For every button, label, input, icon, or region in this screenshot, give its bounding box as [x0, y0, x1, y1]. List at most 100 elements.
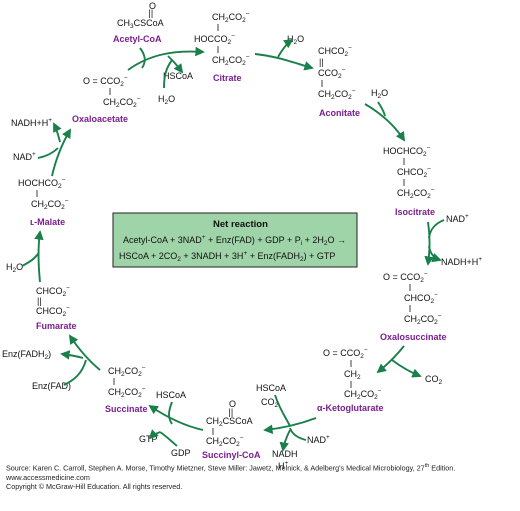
aconitate-line2: CCO2−	[318, 67, 346, 80]
arrow-h2o-in	[163, 59, 173, 89]
malate-line2: CH2CO2−	[31, 198, 69, 211]
arrow-enzfadh2-out	[60, 350, 84, 360]
reagent-nadh-malate: NADH+H+	[11, 117, 52, 128]
fumarate-structure: CHCO2− || CHCO2− Fumarate	[36, 285, 77, 331]
arrow-to-oxaloacetate	[51, 128, 71, 177]
arrow-enzfad-in	[63, 359, 87, 386]
net-reaction-title: Net reaction	[213, 219, 268, 230]
arrow-co2-out	[391, 359, 422, 378]
isocitrate-line2: CHCO2−	[397, 166, 431, 179]
acetyl-coa-structure: O || CH3CSCoA Acetyl-CoA	[113, 1, 164, 44]
reagent-hscoa-succinyl: HSCoA	[156, 390, 186, 400]
citrate-structure: CH2CO2− HOCCO2− CH2CO2− Citrate	[194, 11, 250, 83]
oxalosuccinate-line2: CHCO2−	[404, 292, 438, 305]
reagent-nadh-akg: NADH	[272, 449, 298, 459]
succinyl-coa-label: Succinyl-CoA	[202, 450, 261, 460]
aconitate-line1: CHCO2−	[318, 45, 352, 58]
svg-text:||: ||	[319, 57, 324, 67]
isocitrate-line3: CH2CO2−	[397, 187, 435, 200]
oxaloacetate-structure: O = CCO2− CH2CO2− Oxaloacetate	[72, 75, 141, 124]
arrow-h2o-in-3	[21, 251, 40, 267]
source-copyright: Copyright © McGraw-Hill Education. All r…	[6, 482, 183, 492]
succinyl-coa-line1: CH2CSCoA	[206, 416, 253, 428]
citrate-label: Citrate	[213, 73, 242, 83]
cycle-arrows	[21, 38, 445, 452]
arrow-nadh-out	[428, 245, 442, 263]
oxalosuccinate-structure: O = CCO2− CHCO2− CH2CO2− Oxalosuccinate	[380, 271, 447, 342]
fumarate-label: Fumarate	[36, 321, 77, 331]
arrow-nad-in-3	[37, 147, 59, 159]
oxaloacetate-line1: O = CCO2−	[83, 75, 128, 88]
net-reaction-box: Net reaction Acetyl-CoA + 3NAD+ + Enz(FA…	[112, 212, 358, 268]
reagent-enz-fad: Enz(FAD)	[32, 381, 71, 391]
malate-structure: HOCHCO2− CH2CO2− ʟ-Malate	[18, 177, 69, 227]
reagent-nadh-isocitrate: NADH+H+	[441, 256, 482, 267]
reagent-h2o-fumarate: H2O	[6, 262, 23, 274]
reagent-nad-isocitrate: NAD+	[446, 213, 469, 224]
alpha-ketoglutarate-structure: O = CCO2− CH2 CH2CO2− α-Ketoglutarate	[317, 347, 384, 413]
arrow-acetylcoa-in	[139, 47, 146, 69]
arrow-nadh-out-2	[279, 429, 291, 452]
svg-text:O: O	[229, 399, 236, 409]
arrow-hscoa-out-2	[168, 401, 173, 425]
isocitrate-label: Isocitrate	[395, 207, 435, 217]
oxalosuccinate-label: Oxalosuccinate	[380, 332, 447, 342]
isocitrate-line1: HOCHCO2−	[383, 145, 431, 158]
reagent-h-akg: H+	[278, 460, 289, 471]
reagent-enz-fadh2: Enz(FADH2)	[2, 349, 51, 361]
arrow-h2o-out	[277, 38, 294, 58]
arrow-to-akg	[376, 345, 405, 374]
aconitate-label: Aconitate	[319, 108, 360, 118]
arrow-to-isocitrate	[364, 103, 406, 142]
svg-text:O: O	[149, 1, 156, 11]
fumarate-line3: CHCO2−	[36, 305, 70, 318]
reagent-h2o-aconitate-in: H2O	[371, 88, 388, 100]
succinyl-coa-structure: O || CH2CSCoA CH2CO2− Succinyl-CoA	[202, 399, 261, 460]
oxaloacetate-label: Oxaloacetate	[72, 114, 128, 124]
akg-label: α-Ketoglutarate	[317, 403, 384, 413]
succinyl-coa-line2: CH2CO2−	[206, 435, 244, 448]
arrow-gtp-out	[148, 429, 161, 440]
arrow-to-succinylcoa	[263, 417, 317, 434]
svg-text:||: ||	[149, 8, 154, 18]
arrow-h2o-in-2	[377, 101, 386, 117]
akg-line1: O = CCO2−	[323, 347, 368, 360]
fumarate-line1: CHCO2−	[36, 285, 70, 298]
reagent-hscoa-akg: HSCoA	[256, 383, 286, 393]
isocitrate-structure: HOCHCO2− CHCO2− CH2CO2− Isocitrate	[383, 145, 435, 217]
acetyl-coa-formula: CH3CSCoA	[117, 18, 164, 30]
akg-line3: CH2CO2−	[344, 388, 382, 401]
citrate-line1: CH2CO2−	[212, 11, 250, 24]
reagent-h2o-citrate: H2O	[158, 94, 175, 106]
arrow-to-malate	[34, 230, 44, 283]
reagent-co2-oxalosuccinate: CO2	[425, 374, 443, 386]
reagent-h2o-aconitate-out: H2O	[287, 34, 304, 46]
source-credit: Source: Karen C. Carroll, Stephen A. Mor…	[6, 462, 516, 492]
reagent-co2-akg: CO2	[261, 397, 279, 409]
succinate-label: Succinate	[105, 404, 148, 414]
arrow-nadh-out-3	[53, 122, 62, 143]
arrow-nad-in-2	[289, 427, 307, 441]
oxalosuccinate-line3: CH2CO2−	[404, 313, 442, 326]
arrow-hscoa-in	[274, 394, 291, 427]
reagent-nad-malate: NAD+	[13, 151, 36, 162]
aconitate-structure: CHCO2− || CCO2− CH2CO2− Aconitate	[318, 45, 360, 118]
aconitate-line3: CH2CO2−	[318, 88, 356, 101]
arrow-to-oxalosuccinate	[424, 221, 434, 266]
arrow-to-citrate	[127, 46, 205, 71]
arrow-to-fumarate	[68, 334, 101, 371]
arrow-hscoa-out	[167, 55, 184, 74]
arrow-to-aconitate	[254, 53, 314, 71]
citrate-line3: CH2CO2−	[212, 54, 250, 67]
arrow-gdp-in	[159, 431, 178, 447]
akg-line2: CH2	[344, 369, 361, 381]
reagent-gdp: GDP	[171, 448, 191, 458]
reagent-nad-akg: NAD+	[307, 434, 330, 445]
reagents: H2O HSCoA H2O H2O NAD+ NADH+H+ CO2 HSCoA…	[2, 34, 482, 471]
reagent-hscoa-citrate: HSCoA	[163, 71, 193, 81]
source-url[interactable]: www.accessmedicine.com	[6, 472, 90, 482]
reagent-gtp: GTP	[139, 434, 158, 444]
svg-text:||: ||	[229, 407, 234, 417]
succinate-line1: CH2CO2−	[108, 365, 146, 378]
